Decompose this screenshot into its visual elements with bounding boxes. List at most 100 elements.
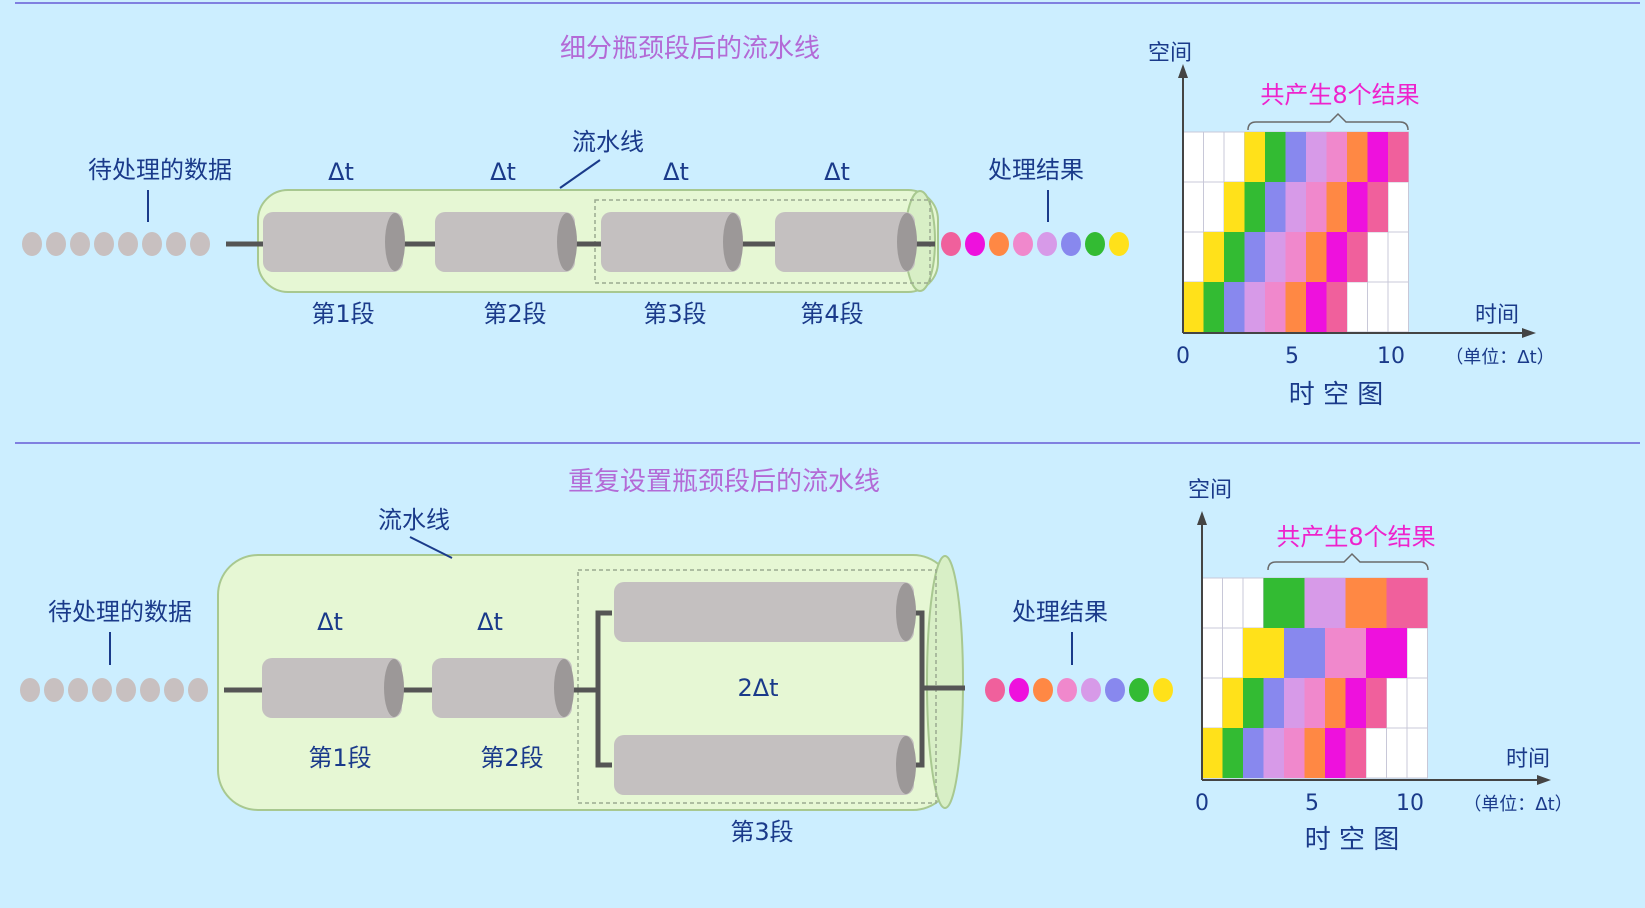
bottom-title: 重复设置瓶颈段后的流水线 — [568, 467, 880, 497]
top-input-label: 待处理的数据 — [88, 156, 232, 184]
input-data-dot-8 — [190, 232, 210, 256]
bottom-chart-tick-10: 10 — [1396, 791, 1424, 816]
bottom-stage-1-cylinder — [262, 658, 404, 718]
bottom-chart-caption: 时 空 图 — [1305, 825, 1400, 855]
grid-cell — [1367, 231, 1389, 283]
grid-cell — [1201, 577, 1223, 629]
top-stage-4-cylinder — [775, 212, 917, 272]
top-chart-cell — [1367, 132, 1388, 182]
bottom-delta-1: Δt — [317, 608, 343, 636]
result-dot-8 — [1153, 678, 1173, 702]
bottom-chart-cell — [1284, 678, 1305, 728]
grid-cell — [1201, 627, 1223, 679]
bottom-chart-y-label: 空间 — [1188, 478, 1232, 503]
bottom-stage-3a-cylinder — [614, 582, 916, 642]
grid-cell — [1203, 181, 1225, 233]
bottom-stage-3-label: 第3段 — [730, 818, 793, 846]
bottom-stage-2-label: 第2段 — [480, 744, 543, 772]
bottom-tube-end — [926, 555, 964, 809]
input-data-dot-7 — [164, 678, 184, 702]
result-dot-6 — [1061, 232, 1081, 256]
bottom-chart-x-label: 时间 — [1506, 747, 1550, 772]
bottom-chart-cell — [1263, 578, 1305, 628]
result-dot-7 — [1085, 232, 1105, 256]
top-chart-cell — [1224, 182, 1245, 232]
result-dot-1 — [941, 232, 961, 256]
result-dot-8 — [1109, 232, 1129, 256]
top-output-label: 处理结果 — [988, 156, 1084, 184]
bottom-chart-cell — [1366, 628, 1407, 678]
bottom-input-data — [20, 678, 208, 702]
bottom-chart-cell — [1345, 678, 1366, 728]
top-chart-cell — [1347, 232, 1368, 282]
grid-cell — [1367, 281, 1389, 333]
grid-cell — [1406, 677, 1428, 729]
top-chart-cell — [1326, 132, 1347, 182]
top-delta-3: Δt — [663, 158, 689, 186]
result-dot-5 — [1037, 232, 1057, 256]
grid-cell — [1203, 131, 1225, 183]
top-chart-cell — [1224, 232, 1245, 282]
top-delta-4: Δt — [824, 158, 850, 186]
grid-cell — [1182, 131, 1204, 183]
input-data-dot-3 — [68, 678, 88, 702]
top-stage-2-label: 第2段 — [483, 300, 546, 328]
result-dot-2 — [965, 232, 985, 256]
top-chart-cell — [1244, 182, 1265, 232]
top-chart-cell — [1203, 232, 1224, 282]
top-chart-cell — [1244, 132, 1265, 182]
bottom-chart-cell — [1263, 678, 1284, 728]
bottom-space-time-chart: 空间 共产生8个结果 时间 0 5 10 （单位：Δt） 时 空 图 — [1188, 478, 1573, 855]
grid-cell — [1387, 181, 1409, 233]
bottom-stage-3b-cylinder — [614, 735, 916, 795]
bottom-chart-cell — [1304, 678, 1325, 728]
grid-cell — [1182, 231, 1204, 283]
bottom-chart-cells — [1202, 578, 1428, 778]
top-stage-1-label: 第1段 — [311, 300, 374, 328]
top-chart-cell — [1388, 132, 1409, 182]
top-stage-1-cylinder — [263, 212, 405, 272]
top-stage-4-label: 第4段 — [800, 300, 863, 328]
bottom-chart-cell — [1202, 728, 1223, 778]
grid-cell — [1222, 577, 1244, 629]
grid-cell — [1346, 281, 1368, 333]
top-chart-cell — [1203, 282, 1224, 332]
top-delta-2: Δt — [490, 158, 516, 186]
top-chart-cell — [1326, 282, 1347, 332]
top-chart-cell — [1326, 232, 1347, 282]
bottom-chart-cell — [1325, 628, 1366, 678]
input-data-dot-5 — [118, 232, 138, 256]
result-dot-6 — [1105, 678, 1125, 702]
bottom-chart-cell — [1345, 578, 1387, 628]
bottom-chart-cell — [1345, 728, 1366, 778]
top-output-results — [941, 232, 1129, 256]
bottom-delta-3: 2Δt — [737, 674, 778, 702]
top-chart-cell — [1306, 282, 1327, 332]
input-data-dot-4 — [94, 232, 114, 256]
grid-cell — [1406, 727, 1428, 779]
bottom-chart-cell — [1263, 728, 1284, 778]
input-data-dot-2 — [44, 678, 64, 702]
bottom-chart-cell — [1284, 628, 1325, 678]
grid-cell — [1406, 627, 1428, 679]
input-data-dot-4 — [92, 678, 112, 702]
top-chart-cell — [1306, 132, 1327, 182]
result-dot-4 — [1013, 232, 1033, 256]
grid-cell — [1242, 577, 1264, 629]
top-space-time-chart: 空间 共产生8个结果 时间 0 5 10 （单位：Δt） 时 空 图 — [1148, 41, 1555, 410]
result-dot-7 — [1129, 678, 1149, 702]
top-chart-x-arrow — [1522, 328, 1536, 338]
bottom-input-label: 待处理的数据 — [48, 598, 192, 626]
grid-cell — [1365, 727, 1387, 779]
bottom-chart-cell — [1304, 728, 1325, 778]
top-chart-cell — [1347, 182, 1368, 232]
bottom-chart-cell — [1222, 728, 1243, 778]
bottom-chart-brace — [1267, 552, 1429, 571]
top-chart-cell — [1326, 182, 1347, 232]
grid-cell — [1201, 677, 1223, 729]
input-data-dot-1 — [20, 678, 40, 702]
bottom-stage-2-cylinder — [432, 658, 574, 718]
top-chart-x-label: 时间 — [1475, 303, 1519, 328]
bottom-output-label: 处理结果 — [1012, 598, 1108, 626]
